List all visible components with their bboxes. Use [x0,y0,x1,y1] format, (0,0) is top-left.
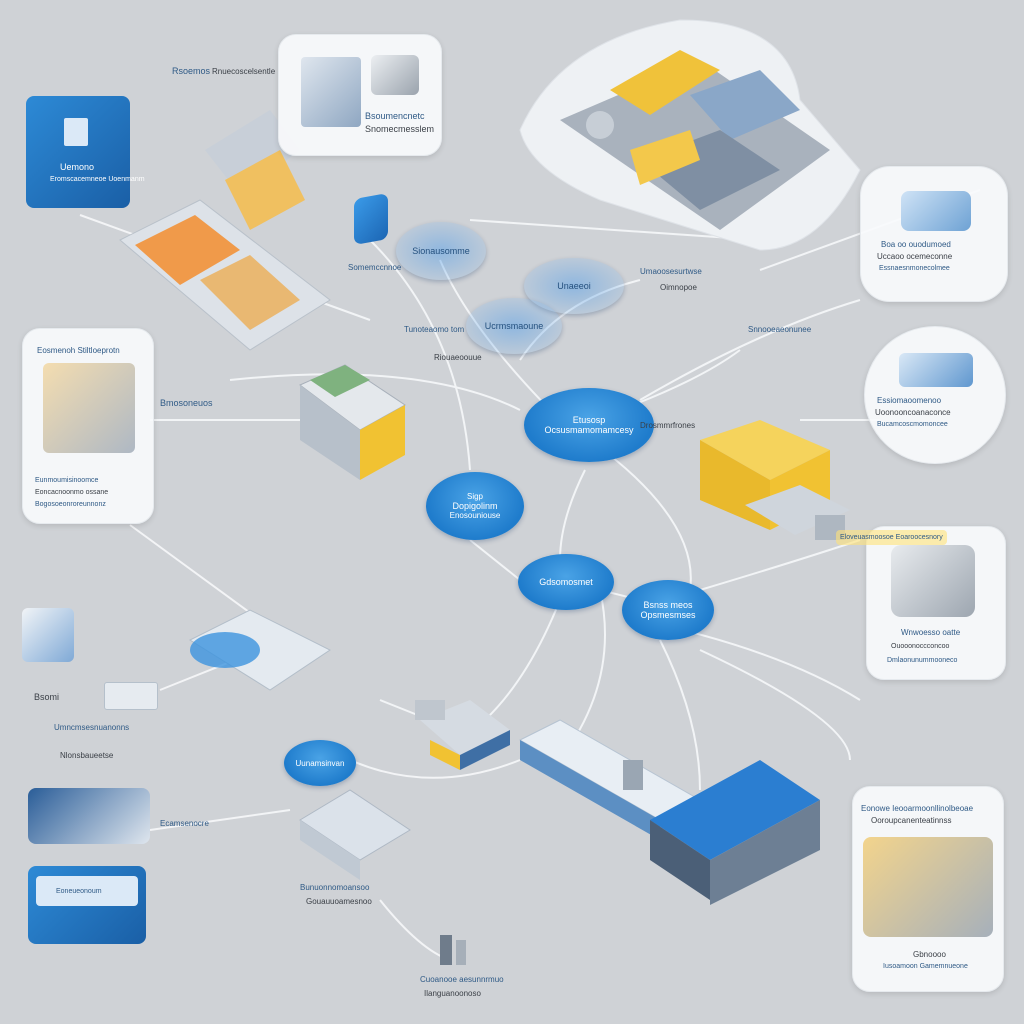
factory-platform-top [519,19,861,251]
label-left-d: Ecamsenocre [160,819,209,828]
card-right-lower: Wnwoesso oatte Ouooonoccconcoo Dmlaonunu… [866,526,1006,680]
yellow-storage-blocks [700,420,850,540]
robot-thumb-icon [371,55,419,95]
blue-panel-label-a: Uemono [60,162,95,172]
hub-center-line1: Gdsomosmet [539,577,593,587]
card-right-lower-line3: Dmlaonunummooneco [887,657,958,664]
card-right-top-line3: Essnaesnmonecolmee [879,265,950,272]
label-mid-left: Bmosoneuos [160,398,213,408]
hub-node-main[interactable]: Etusosp Ocsusmamomamcesy [524,388,654,462]
label-right-yellow: Eloveuasmoosoe Eoaroocesnory [836,530,947,545]
server-rack-icon [899,353,973,387]
label-bottom-b: Ilanguanoonoso [424,989,481,998]
card-left-mid-title: Eosmenoh Stiltloeprotn [37,346,120,355]
cylinder-machine-icon [891,545,975,617]
hub-left-line1: Sigp [466,492,483,501]
machine-thumb-icon [301,57,361,127]
conveyor-line-bottom [518,719,702,840]
badge-tag-icon[interactable] [354,193,388,245]
equipment-stack-icon [43,363,135,453]
hub-main-line2: Ocsusmamomamcesy [544,425,634,435]
card-bottom-right-foot2: Iusoamoon Gamemnueone [883,963,968,970]
card-right-lower-line2: Ouooonoccconcoo [891,643,950,650]
card-left-mid: Eosmenoh Stiltloeprotn Eunmoumisinoomce … [22,328,154,524]
label-left-b: Umncmsesnuanonns [54,723,130,732]
label-top-left-b: Rnuecoscelsentle [212,67,276,76]
machine-conveyor-left [119,110,331,351]
hub-right-line2: Opsmesmses [640,610,696,620]
label-left-c: Nlonsbaueetse [60,751,114,760]
label-top-left-a: Rsoemos [172,66,211,76]
card-bottom-right: Eonowe Ieooarmoonllinolbeoae Ooroupcanen… [852,786,1004,992]
hub-node-center[interactable]: Gdsomosmet [518,554,614,610]
card-bottom-right-foot1: Gbnoooo [913,950,946,959]
soft-node-3[interactable]: Ucrmsmaoune [466,298,562,354]
hub-left-line2: Dopigolinm [452,501,498,511]
card-top-small-caption2: Snomecmesslem [365,124,435,134]
card-right-mid-line1: Essiomaoomenoo [877,396,942,405]
card-right-top-line2: Uccaoo ocemeconne [877,252,953,261]
monitor-panel-2-strip [36,876,138,906]
label-center-4: Oimnopoe [660,283,697,292]
soft-node-1[interactable]: Sionausomme [396,222,486,280]
card-left-mid-line3: Bogosoeonroreunnonz [35,501,106,508]
monitor-panel-2[interactable]: Eoneueonoum [28,866,146,944]
soft-node-2-label: Unaeeoi [557,281,591,291]
device-bottom-icon [440,935,466,965]
label-bottom-mid-a: Bunuonnomoansoo [300,883,370,892]
label-center-2: Riouaeoouue [434,353,482,362]
card-right-mid: Essiomaoomenoo Uoonooncoanaconce Bucamco… [864,326,1006,464]
card-left-mid-line2: Eoncacnoonmo ossane [35,489,109,496]
label-top-mid: Somemccnnoe [348,263,402,272]
workstation-icon[interactable] [22,608,74,662]
monitor-panel-1[interactable] [28,788,150,844]
card-top-small: Bsoumencnetc Snomecmesslem [278,34,442,156]
card-right-top-line1: Boa oo ouodumoed [881,240,951,249]
card-right-top: Boa oo ouodumoed Uccaoo ocemeconne Essna… [860,166,1008,302]
rack-bottom-left [188,609,411,880]
warehouse-building [650,760,820,905]
hub-node-left[interactable]: Sigp Dopigolinm Enosouniouse [426,472,524,540]
blue-panel-label-b: Eromscacemneoe Uoenmanm [50,176,145,183]
blue-panel-top-left[interactable]: Uemono Eromscacemneoe Uoenmanm [26,96,145,208]
label-center-3: Umaoosesurtwse [640,267,702,276]
card-right-mid-line3: Bucamcoscmomoncee [877,421,948,428]
card-left-mid-line1: Eunmoumisinoomce [35,477,99,484]
label-left-a: Bsomi [34,692,60,702]
hub-main-line1: Etusosp [572,415,606,425]
soft-node-1-label: Sionausomme [412,246,470,256]
assembly-line-icon [863,837,993,937]
control-panel-icon[interactable] [104,682,158,710]
card-right-mid-line2: Uoonooncoanaconce [875,408,951,417]
label-bottom-mid-b: Gouauuoamesnoo [306,897,372,906]
machine-press-middle [299,364,406,480]
hub-left-line3: Enosouniouse [449,511,501,520]
soft-node-3-label: Ucrmsmaoune [484,321,544,331]
tank-icon [901,191,971,231]
label-center-5: Snnooeaeonunee [748,325,812,334]
hub-bottom-line1: Uunamsinvan [295,758,345,768]
hub-node-bottom[interactable]: Uunamsinvan [284,740,356,786]
card-bottom-right-title1: Eonowe Ieooarmoonllinolbeoae [861,804,974,813]
machine-small-center [415,700,510,770]
label-center-1: Tunoteaomo tom [404,325,465,334]
hub-right-line1: Bsnss meos [643,600,693,610]
card-right-lower-line1: Wnwoesso oatte [901,628,961,637]
document-icon [64,118,88,146]
hub-node-right[interactable]: Bsnss meos Opsmesmses [622,580,714,640]
card-top-small-caption1: Bsoumencnetc [365,111,425,121]
monitor-panel-2-text: Eoneueonoum [56,888,102,895]
card-bottom-right-title2: Ooroupcanenteatinnss [871,816,952,825]
label-right-mid: Drosmmrfrones [640,421,696,430]
label-bottom-a: Cuoanooe aesunnrmuo [420,975,504,984]
